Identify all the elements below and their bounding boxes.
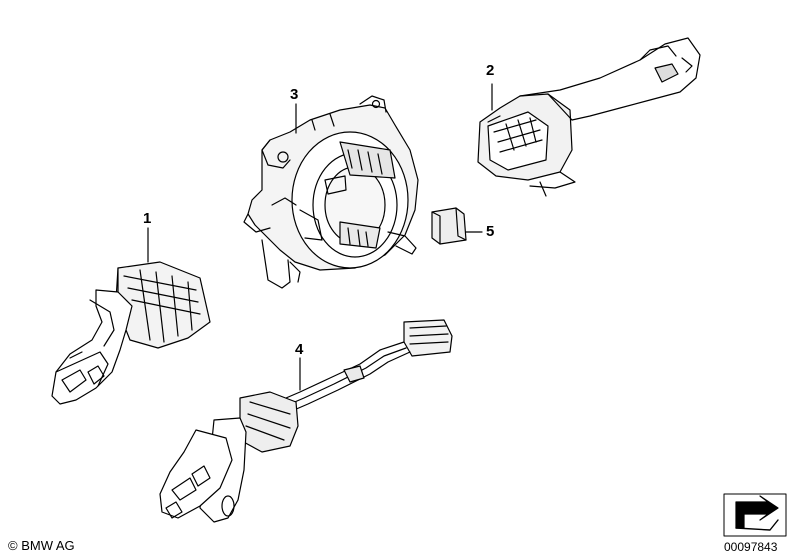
callout-4: 4 bbox=[295, 341, 304, 358]
callout-5: 5 bbox=[486, 223, 495, 240]
orientation-arrow-icon bbox=[723, 493, 787, 537]
callout-3: 3 bbox=[290, 86, 299, 103]
diagram-number: 00097843 bbox=[724, 540, 778, 554]
part-5-module bbox=[431, 207, 467, 245]
callout-2: 2 bbox=[486, 62, 495, 79]
part-3-clock-spring bbox=[243, 95, 419, 289]
part-4-cruise-control-switch bbox=[159, 319, 453, 523]
callout-1: 1 bbox=[143, 210, 152, 227]
part-1-turn-signal-stalk-switch bbox=[51, 261, 211, 405]
part-2-wiper-stalk-switch bbox=[477, 37, 701, 197]
copyright-label: © BMW AG bbox=[8, 538, 75, 553]
